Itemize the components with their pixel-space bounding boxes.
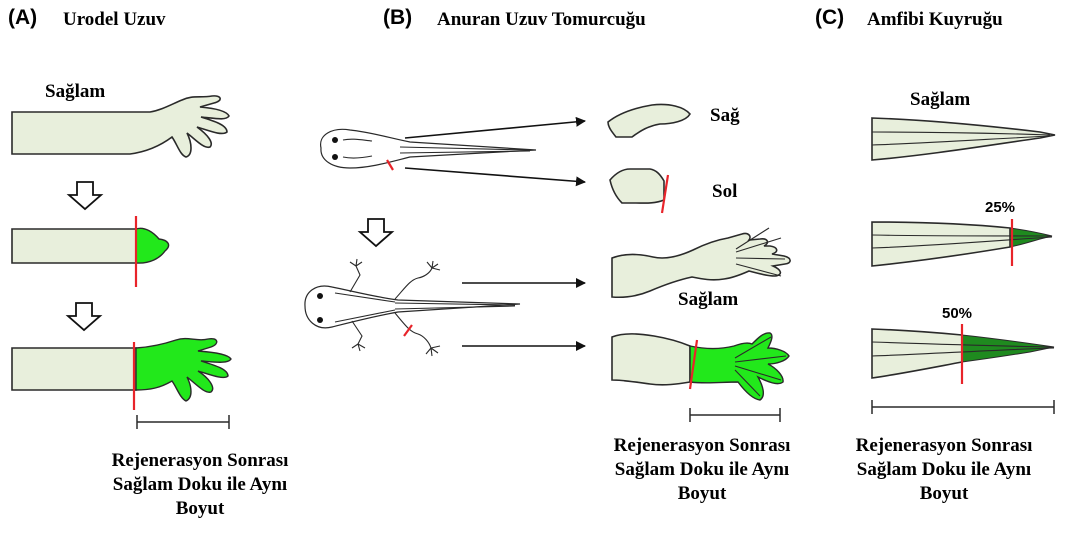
panel-b-size-bracket — [690, 408, 780, 422]
panel-c-tail-25 — [872, 219, 1052, 266]
arrow-to-left-bud — [405, 168, 585, 182]
down-arrow-icon — [69, 182, 101, 209]
arrow-to-right-bud — [405, 121, 585, 138]
panel-a-intact-arm — [12, 96, 229, 157]
panel-b-regenerated-foot — [690, 333, 789, 400]
panel-a-regenerated-stump — [12, 348, 136, 390]
panel-b-left-limb-stump — [610, 169, 664, 203]
panel-b-froglet — [305, 259, 520, 356]
panel-a-stump — [12, 229, 136, 263]
panel-b-regenerated-leg-stump — [612, 334, 690, 385]
down-arrow-icon — [360, 219, 392, 246]
panel-a-blastema — [136, 228, 169, 263]
down-arrow-icon — [68, 303, 100, 330]
panel-a-regenerated-hand — [136, 339, 231, 401]
panel-a-size-bracket — [137, 415, 229, 429]
panel-b-right-limb-bud — [608, 104, 690, 137]
panel-c-size-bracket — [872, 400, 1054, 414]
panel-c-tail-50 — [872, 324, 1054, 384]
panel-c-intact-tail — [872, 118, 1055, 160]
